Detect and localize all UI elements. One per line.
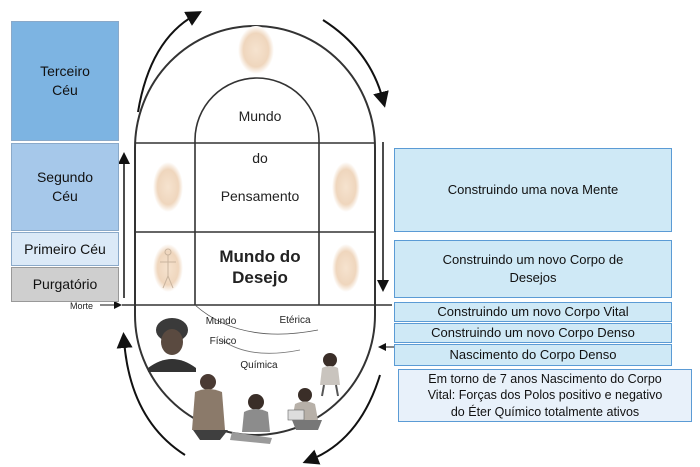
stage-corpo-desejos: Construindo um novo Corpo de Desejos xyxy=(394,240,672,298)
stage-nascimento: Nascimento do Corpo Denso xyxy=(394,344,672,366)
outer-track xyxy=(134,25,376,436)
elderly-woman-figure xyxy=(148,318,196,372)
stage-corpo-vital: Construindo um novo Corpo Vital xyxy=(394,302,672,322)
terceiro-ceu-label: Terceiro Céu xyxy=(40,63,90,98)
terceiro-ceu-box: Terceiro Céu xyxy=(11,21,119,141)
chemical-line xyxy=(221,339,301,354)
purgatorio-box: Purgatório xyxy=(11,267,119,302)
stage-sete-anos: Em torno de 7 anos Nascimento do Corpo V… xyxy=(398,369,692,422)
adult-woman-figure xyxy=(192,374,228,440)
arrow-top-left xyxy=(137,11,202,113)
etheric-line xyxy=(194,304,319,335)
toddler-figure xyxy=(320,353,340,397)
segundo-ceu-box: Segundo Céu xyxy=(11,143,119,231)
arrow-bottom-left xyxy=(116,332,186,456)
inner-arch xyxy=(194,77,320,305)
pensamento-label: Pensamento xyxy=(220,188,300,204)
egg-right-lower xyxy=(332,244,360,292)
child-reading-figure xyxy=(287,388,322,430)
do-label: do xyxy=(252,150,268,166)
egg-top xyxy=(238,26,274,74)
stage-corpo-denso-label: Construindo um novo Corpo Denso xyxy=(431,325,635,341)
arrow-bottom-right xyxy=(302,374,381,465)
mundo-do-desejo-label: Mundo do Desejo xyxy=(219,247,301,288)
mundo-fisico-label: Mundo xyxy=(205,316,237,327)
stage-nova-mente-label: Construindo uma nova Mente xyxy=(447,182,619,198)
teen-figure xyxy=(230,394,272,444)
stage-corpo-vital-label: Construindo um novo Corpo Vital xyxy=(437,304,629,320)
quimica-label: Química xyxy=(240,360,278,371)
purgatorio-label: Purgatório xyxy=(32,276,98,293)
stage-corpo-desejos-label: Construindo um novo Corpo de Desejos xyxy=(442,252,624,285)
figure-sketch xyxy=(160,248,176,289)
primeiro-ceu-box: Primeiro Céu xyxy=(11,232,119,266)
arrow-top-right xyxy=(322,19,389,108)
segundo-ceu-label: Segundo Céu xyxy=(36,169,94,204)
stage-nascimento-label: Nascimento do Corpo Denso xyxy=(449,347,617,363)
mundo-label: Mundo xyxy=(238,108,282,124)
primeiro-ceu-label: Primeiro Céu xyxy=(24,240,106,257)
stage-corpo-denso: Construindo um novo Corpo Denso xyxy=(394,323,672,343)
egg-right-upper xyxy=(332,162,360,212)
stage-nova-mente: Construindo uma nova Mente xyxy=(394,148,672,232)
fisico-label: Físico xyxy=(209,336,237,347)
eterica-label: Etérica xyxy=(279,315,311,326)
egg-left-upper xyxy=(153,162,183,212)
morte-label: Morte xyxy=(70,301,94,311)
stage-sete-anos-label: Em torno de 7 anos Nascimento do Corpo V… xyxy=(427,372,663,419)
